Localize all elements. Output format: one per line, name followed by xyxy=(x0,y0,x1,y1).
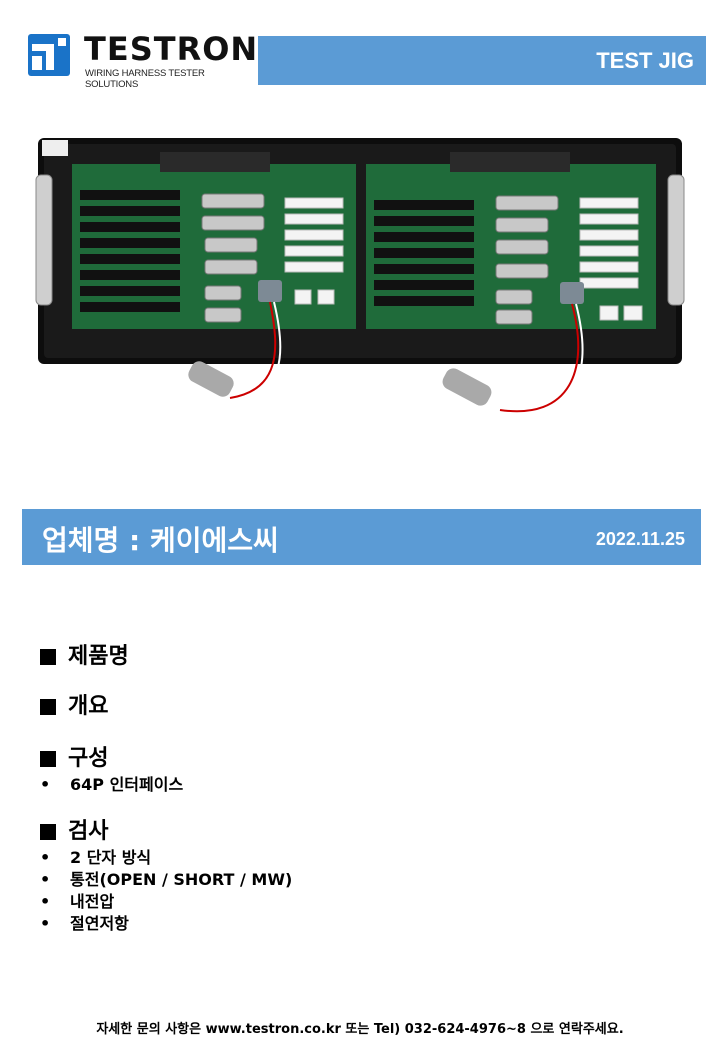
logo-name: TESTRON xyxy=(84,30,259,68)
testron-logo-icon xyxy=(28,34,70,76)
section-inspection: 검사 •2 단자 방식 •통전(OPEN / SHORT / MW) •내전압 … xyxy=(40,817,292,935)
header-banner: TEST JIG xyxy=(258,36,706,85)
square-bullet-icon xyxy=(40,751,56,767)
inspection-title: 검사 xyxy=(68,819,109,844)
contact-footer: 자세한 문의 사항은 www.testron.co.kr 또는 Tel) 032… xyxy=(96,1022,624,1037)
section-title: 검사 xyxy=(40,817,292,847)
product-title: 제품명 xyxy=(68,644,129,669)
section-title: 제품명 xyxy=(40,642,129,672)
section-overview: 개요 xyxy=(40,692,108,722)
section-title: 구성 xyxy=(40,744,183,774)
logo-tagline: WIRING HARNESS TESTER SOLUTIONS xyxy=(85,68,205,90)
list-item: •2 단자 방식 xyxy=(40,848,152,867)
section-title: 개요 xyxy=(40,692,108,722)
list-item: •내전압 xyxy=(40,892,115,911)
section-product: 제품명 xyxy=(40,642,129,672)
bullet-icon: • xyxy=(40,914,51,933)
bullet-icon: • xyxy=(40,870,51,889)
bullet-icon: • xyxy=(40,775,51,794)
document-date: 2022.11.25 xyxy=(595,529,685,549)
inspection-list: •2 단자 방식 •통전(OPEN / SHORT / MW) •내전압 •절연… xyxy=(40,847,292,935)
bullet-icon: • xyxy=(40,848,51,867)
company-name: 업체명 : 케이에스씨 xyxy=(42,524,279,557)
square-bullet-icon xyxy=(40,824,56,840)
section-composition: 구성 •64P 인터페이스 xyxy=(40,744,183,796)
square-bullet-icon xyxy=(40,699,56,715)
list-item: •절연저항 xyxy=(40,914,129,933)
composition-title: 구성 xyxy=(68,746,109,771)
list-item: •64P 인터페이스 xyxy=(40,775,184,794)
testron-logo: TESTRON WIRING HARNESS TESTER SOLUTIONS xyxy=(28,30,257,90)
list-item: •통전(OPEN / SHORT / MW) xyxy=(40,870,293,889)
banner-title: TEST JIG xyxy=(596,48,694,73)
overview-title: 개요 xyxy=(68,694,109,719)
company-bar: 업체명 : 케이에스씨 2022.11.25 xyxy=(22,509,701,565)
composition-list: •64P 인터페이스 xyxy=(40,774,183,796)
square-bullet-icon xyxy=(40,649,56,665)
test-jig-photo xyxy=(35,138,685,417)
bullet-icon: • xyxy=(40,892,51,911)
